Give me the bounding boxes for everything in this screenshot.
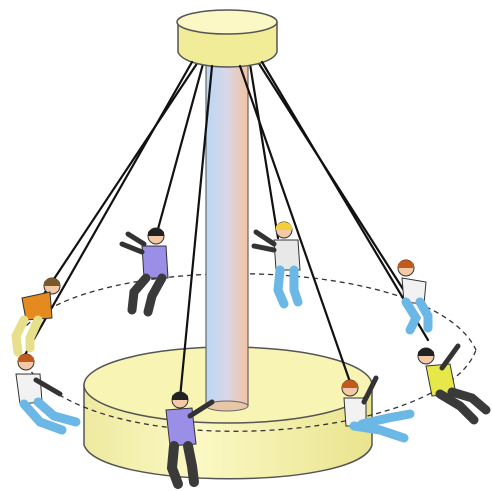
rider-front-right-white — [342, 378, 410, 438]
rope — [240, 66, 350, 382]
rider-left-orange — [16, 278, 60, 352]
rider-right-yellow — [418, 346, 486, 420]
rider-back-purple — [122, 228, 168, 312]
rope — [250, 64, 278, 238]
rider-right-white — [398, 260, 428, 330]
top-cap — [177, 10, 277, 67]
rope — [40, 62, 198, 300]
rider-back-gray — [254, 222, 300, 304]
rider-left-white — [16, 354, 76, 430]
center-pole — [206, 56, 248, 411]
